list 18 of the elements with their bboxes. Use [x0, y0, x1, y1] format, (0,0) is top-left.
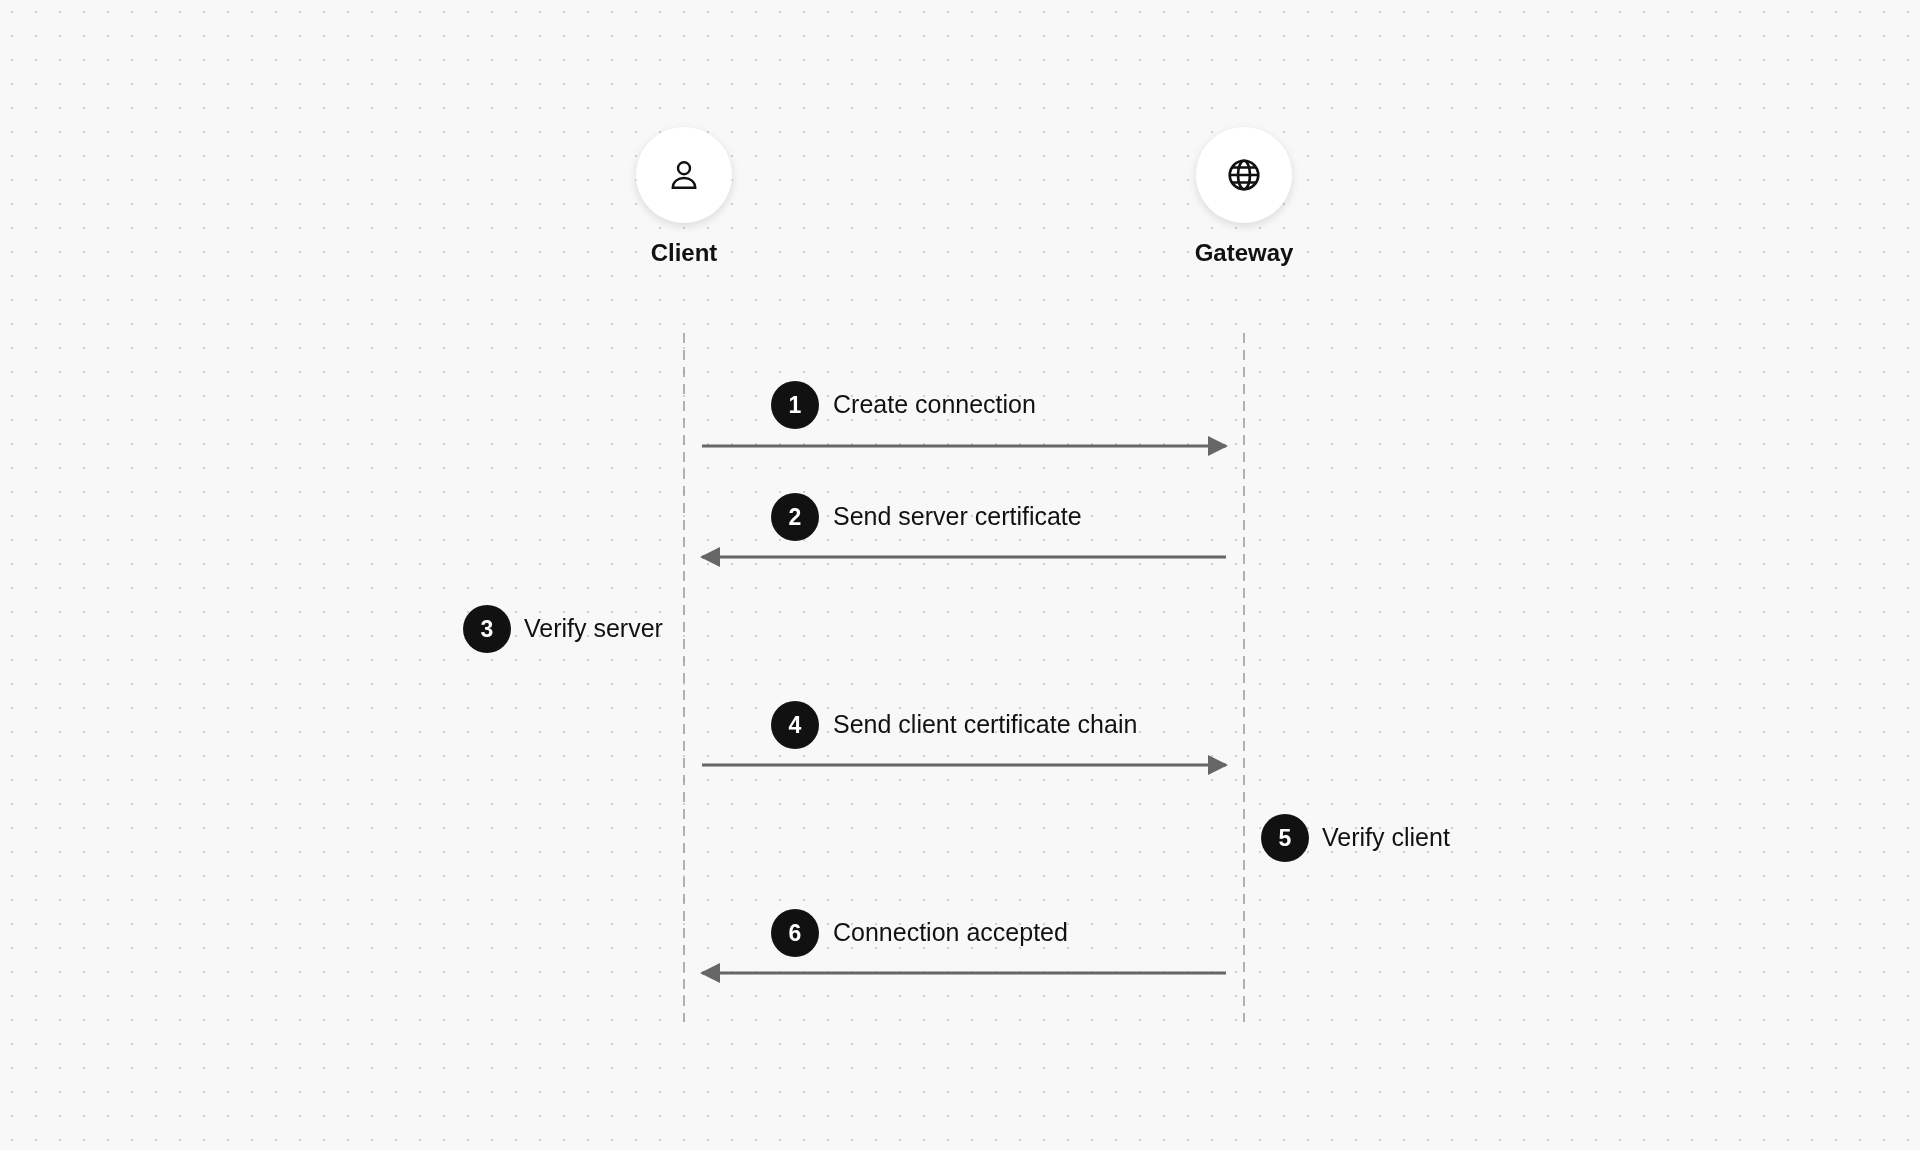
note-text: Verify server	[524, 613, 663, 643]
step-number: 5	[1261, 814, 1309, 862]
participant-name: Gateway	[1193, 239, 1295, 267]
step-number: 2	[771, 493, 819, 541]
step-number: 4	[771, 701, 819, 749]
message-arrow	[700, 547, 1226, 567]
message-arrow	[702, 755, 1228, 775]
edge-label: Create connection	[833, 389, 1036, 419]
step-number: 1	[771, 381, 819, 429]
step-number: 6	[771, 909, 819, 957]
message-arrow	[700, 963, 1226, 983]
note-text: Verify client	[1322, 822, 1450, 852]
step-number: 3	[463, 605, 511, 653]
edge-label: Send client certificate chain	[833, 709, 1138, 739]
message-arrow	[702, 436, 1228, 456]
edge-label: Send server certificate	[833, 501, 1082, 531]
edge-label: Connection accepted	[833, 917, 1068, 947]
participant-name: Client	[649, 239, 719, 267]
